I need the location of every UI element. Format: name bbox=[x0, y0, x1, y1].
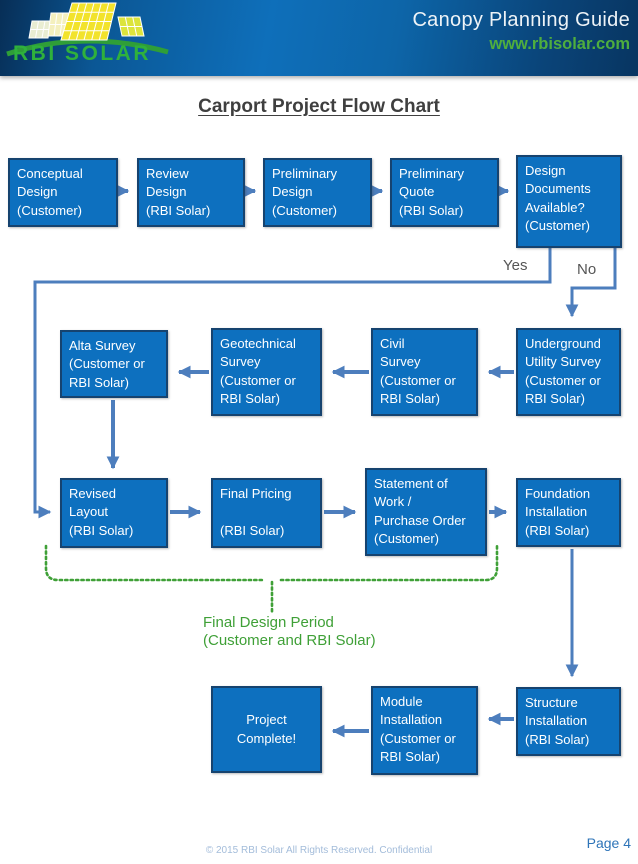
connector-yes-branch bbox=[33, 248, 552, 519]
flow-node-foundation-installation: Foundation Installation (RBI Solar) bbox=[516, 478, 621, 547]
footer-copyright: © 2015 RBI Solar All Rights Reserved. Co… bbox=[205, 845, 433, 856]
header-title: Canopy Planning Guide bbox=[412, 9, 630, 31]
solar-panels-icon: RBI SOLAR bbox=[6, 2, 169, 65]
page-title: Carport Project Flow Chart bbox=[198, 96, 440, 117]
decision-label-no: No bbox=[577, 261, 597, 278]
flow-node-preliminary-design: Preliminary Design (Customer) bbox=[263, 158, 372, 227]
flow-node-geotechnical-survey: Geotechnical Survey (Customer or RBI Sol… bbox=[211, 328, 322, 416]
final-design-period-line1: Final Design Period bbox=[203, 614, 334, 631]
flow-node-statement-of-work: Statement of Work / Purchase Order (Cust… bbox=[365, 468, 487, 556]
flow-node-project-complete: Project Complete! bbox=[211, 686, 322, 773]
flow-node-design-documents: Design Documents Available? (Customer) bbox=[516, 155, 622, 248]
header-url-link[interactable]: www.rbisolar.com bbox=[489, 35, 630, 53]
footer-page-number: Page 4 bbox=[586, 835, 631, 851]
decision-label-yes: Yes bbox=[503, 257, 528, 274]
logo-text: RBI SOLAR bbox=[13, 42, 151, 65]
flow-node-review-design: Review Design (RBI Solar) bbox=[137, 158, 245, 227]
flow-node-conceptual-design: Conceptual Design (Customer) bbox=[8, 158, 118, 227]
flow-node-civil-survey: Civil Survey (Customer or RBI Solar) bbox=[371, 328, 478, 416]
header-bar: RBI SOLAR Canopy Planning Guide www.rbis… bbox=[0, 0, 638, 76]
flow-node-module-installation: Module Installation (Customer or RBI Sol… bbox=[371, 686, 478, 775]
flow-node-structure-installation: Structure Installation (RBI Solar) bbox=[516, 687, 621, 756]
flow-node-underground-utility-survey: Underground Utility Survey (Customer or … bbox=[516, 328, 621, 416]
final-design-period-line2: (Customer and RBI Solar) bbox=[203, 632, 376, 650]
flow-node-revised-layout: Revised Layout (RBI Solar) bbox=[60, 478, 168, 548]
final-design-period-label: Final Design Period (Customer and RBI So… bbox=[203, 614, 376, 651]
flow-node-final-pricing: Final Pricing (RBI Solar) bbox=[211, 478, 322, 548]
connector-no-branch bbox=[565, 248, 617, 318]
flow-node-preliminary-quote: Preliminary Quote (RBI Solar) bbox=[390, 158, 499, 227]
final-design-period-brace bbox=[44, 544, 499, 615]
rbi-solar-logo: RBI SOLAR bbox=[4, 0, 174, 66]
flow-node-alta-survey: Alta Survey (Customer or RBI Solar) bbox=[60, 330, 168, 398]
